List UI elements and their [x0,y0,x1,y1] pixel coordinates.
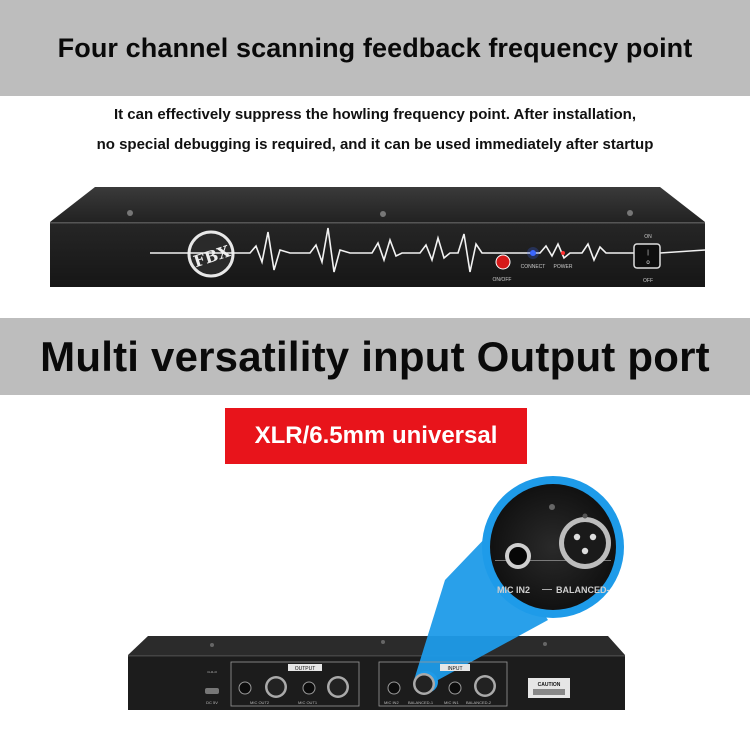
output-jack-2 [302,681,316,695]
mic-out1-label: MIC OUT1 [298,700,318,705]
output-xlr-2 [327,676,349,698]
rear-face [128,655,625,710]
zoom-xlr [559,517,611,569]
output-label: OUTPUT [295,666,316,672]
power-switch[interactable] [633,243,661,269]
zoom-ring [482,476,624,618]
dc-label: DC 5V [206,700,218,705]
input-label: INPUT [448,666,463,672]
input-xlr-2 [474,675,496,697]
front-panel-image: FBX ON/OFF CONNECT POWER | o ON OFF [50,187,706,287]
connect-label: CONNECT [521,264,546,270]
zoom-label-right: BALANCED- [556,585,610,595]
power-button[interactable] [495,254,511,270]
caution-label: CAUTION [538,682,561,688]
input-jack-1 [387,681,401,695]
mic-in1-label: MIC IN1 [444,700,459,705]
zoom-jack [505,543,531,569]
output-xlr-1 [265,676,287,698]
section1-title: Four channel scanning feedback frequency… [0,0,750,96]
switch-off-label: OFF [643,278,653,284]
output-jack-1 [238,681,252,695]
input-xlr-1 [413,673,435,695]
switch-on-label: ON [644,234,652,240]
section2-title: Multi versatility input Output port [0,318,750,395]
zoom-label-left: MIC IN2 [497,585,530,595]
device-front [50,222,705,287]
description-line-2: no special debugging is required, and it… [96,136,654,153]
input-jack-2 [448,681,462,695]
device-top [50,187,705,222]
balanced-in2-label: BALANCED-2 [466,700,492,705]
rear-device-top [128,636,625,655]
svg-text:|: | [647,250,649,256]
fbx-logo [187,230,235,278]
power-led [561,251,565,255]
input-group [378,661,508,707]
xlr-badge: XLR/6.5mm universal [225,408,527,464]
connect-led [530,250,536,256]
output-group [230,661,360,707]
caution-plate [528,678,570,698]
description-line-1: It can effectively suppress the howling … [113,106,637,123]
zoom-lens [490,484,616,610]
svg-text:o-o-o: o-o-o [207,669,217,674]
power-label: POWER [554,264,573,270]
svg-text:o: o [646,260,650,266]
on-off-label: ON/OFF [493,277,512,283]
balanced-in1-label: BALANCED-1 [408,700,434,705]
mic-out2-label: MIC OUT2 [250,700,270,705]
zoom-beam [414,533,548,680]
mic-in2-label: MIC IN2 [384,700,399,705]
